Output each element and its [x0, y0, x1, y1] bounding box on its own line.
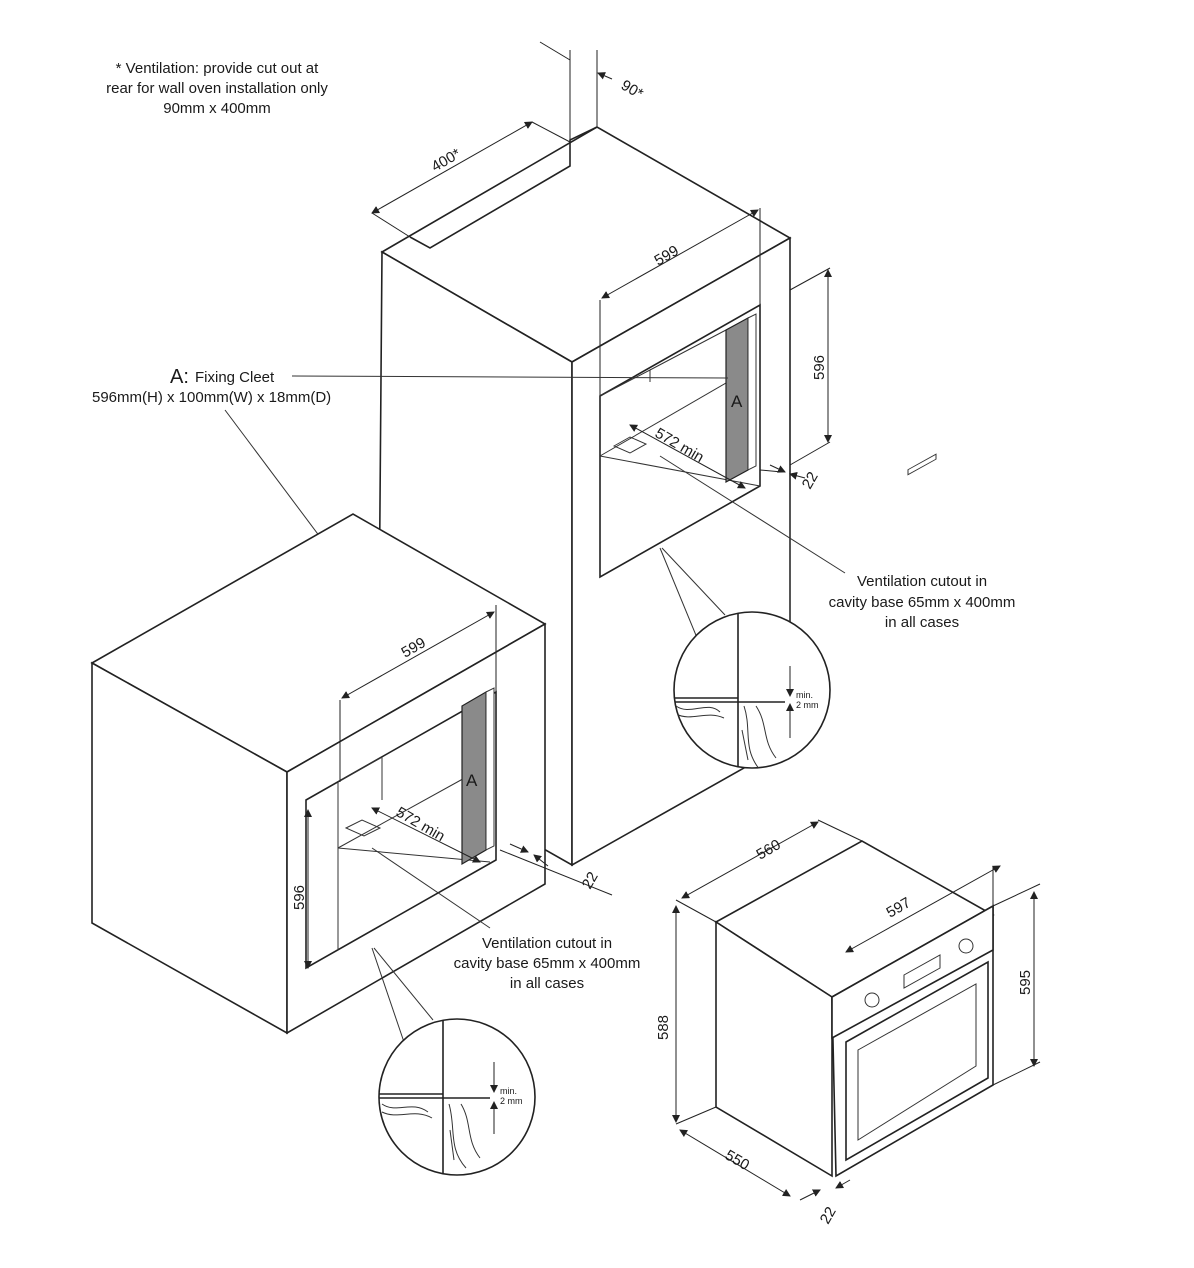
tall-cabinet-dim-height: 596 — [811, 355, 828, 380]
oven-dim-front-thickness: 22 — [817, 1204, 840, 1227]
oven-dim-depth-bottom: 550 — [722, 1147, 752, 1174]
oven: 560 597 588 595 550 22 — [655, 453, 1041, 1227]
fixing-cleet-callout: A: Fixing Cleet 596mm(H) x 100mm(W) x 18… — [92, 366, 729, 741]
under-cabinet-vent-note: Ventilation cutout in cavity base 65mm x… — [371, 847, 641, 992]
tall-cabinet-rear-cutout — [409, 126, 598, 249]
under-cabinet-detail-label-2: 2 mm — [500, 1096, 523, 1106]
under-cabinet-vent-note-line-3: in all cases — [510, 975, 584, 992]
oven-dim-height-front: 595 — [1017, 970, 1034, 995]
oven-dim-depth-top: 560 — [754, 836, 784, 863]
oven-dim-height-body: 588 — [655, 1015, 672, 1040]
tall-cabinet-vent-note: Ventilation cutout in cavity base 65mm x… — [659, 455, 1016, 631]
fixing-cleet-letter: A: — [170, 366, 189, 388]
tall-cabinet-detail-circle: min. 2 mm — [659, 547, 831, 769]
tall-cabinet-vent-note-line-1: Ventilation cutout in — [857, 573, 987, 590]
oven-display — [903, 954, 941, 989]
ventilation-rear-note-line-1: * Ventilation: provide cut out at — [116, 60, 319, 77]
oven-door-window — [857, 983, 977, 1141]
under-cabinet: A 599 596 572 min 22 — [90, 513, 613, 1035]
under-cabinet-cleat-label: A — [466, 771, 478, 790]
ventilation-rear-note-line-3: 90mm x 400mm — [163, 100, 271, 117]
tall-cabinet-detail-label-2: 2 mm — [796, 700, 819, 710]
ventilation-rear-note: * Ventilation: provide cut out at rear f… — [106, 60, 328, 117]
oven-knob-left — [864, 992, 880, 1008]
tall-cabinet-vent-note-line-2: cavity base 65mm x 400mm — [829, 594, 1016, 611]
tall-cabinet-dim-bottom-recess: 22 — [579, 869, 602, 892]
tall-cabinet-dim-front-recess: 22 — [799, 469, 822, 492]
tall-cabinet-vent-note-line-3: in all cases — [885, 614, 959, 631]
under-cabinet-vent-note-line-2: cavity base 65mm x 400mm — [454, 955, 641, 972]
under-cabinet-detail-label-1: min. — [500, 1086, 517, 1096]
tall-cabinet-dim-rear-cutout-width: 90* — [618, 77, 646, 103]
tall-cabinet-detail-label-1: min. — [796, 690, 813, 700]
tall-cabinet-cleat-label: A — [731, 392, 743, 411]
fixing-cleet-size: 596mm(H) x 100mm(W) x 18mm(D) — [92, 389, 331, 406]
ventilation-rear-note-line-2: rear for wall oven installation only — [106, 80, 328, 97]
under-cabinet-dim-height: 596 — [291, 885, 308, 910]
fixing-cleet-title: Fixing Cleet — [195, 369, 275, 386]
under-cabinet-detail-circle: min. 2 mm — [371, 947, 536, 1176]
oven-door — [845, 960, 989, 1162]
oven-side — [715, 920, 833, 1178]
under-cabinet-vent-note-line-1: Ventilation cutout in — [482, 935, 612, 952]
